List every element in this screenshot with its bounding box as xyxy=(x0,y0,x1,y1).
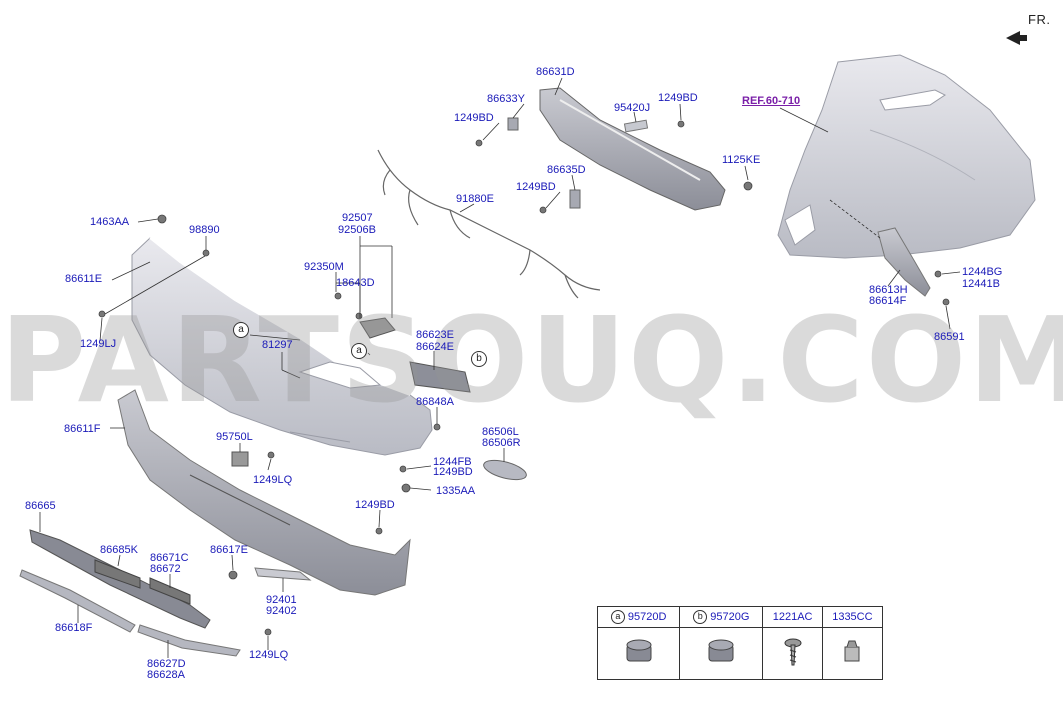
bracket-95420j xyxy=(623,119,649,133)
part-label[interactable]: 86611F xyxy=(64,423,101,435)
part-label[interactable]: 86848A xyxy=(416,396,454,408)
strip-92401 xyxy=(254,567,312,581)
legend-header-cell[interactable]: 1221AC xyxy=(762,606,823,628)
part-label[interactable]: 86506R xyxy=(482,437,521,449)
insert-86685k xyxy=(94,559,141,589)
side-bracket-shape xyxy=(877,227,931,297)
part-label[interactable]: 86624E xyxy=(416,341,454,353)
legend-code: 95720D xyxy=(627,610,667,623)
part-label[interactable]: 1463AA xyxy=(90,216,130,228)
part-label[interactable]: 81297 xyxy=(262,339,293,351)
parking-sensor-icon xyxy=(708,639,734,662)
part-label[interactable]: 1125KE xyxy=(722,154,761,166)
part-label[interactable]: 86614F xyxy=(869,295,907,307)
part-label[interactable]: 86671C xyxy=(150,552,189,564)
part-label[interactable]: 1249LQ xyxy=(249,649,289,661)
legend-image-cell xyxy=(679,627,764,680)
legend-code: 1335CC xyxy=(832,611,873,623)
trim-86627d xyxy=(137,624,241,657)
direction-label: FR. xyxy=(1028,12,1051,27)
wiring-harness-shape xyxy=(377,149,601,299)
part-label[interactable]: 86623E xyxy=(416,329,454,341)
part-label[interactable]: 1249BD xyxy=(355,499,395,511)
back-beam-shape xyxy=(539,87,726,211)
part-label[interactable]: 18643D xyxy=(336,277,375,289)
part-label[interactable]: 86685K xyxy=(100,544,138,556)
part-label[interactable]: 86631D xyxy=(536,66,575,78)
part-label[interactable]: 86672 xyxy=(150,563,181,575)
legend-code: 1221AC xyxy=(772,611,813,623)
sensor-bracket-18643d xyxy=(359,317,396,339)
legend-image-cell xyxy=(596,627,681,680)
reflector-86623e xyxy=(409,361,471,393)
legend-marker: b xyxy=(693,610,708,624)
callout-b: b xyxy=(471,351,487,367)
lower-diffuser-shape xyxy=(117,389,411,596)
quarter-panel-shape xyxy=(777,54,1036,259)
part-label[interactable]: 86628A xyxy=(147,669,185,681)
reflector-86506l xyxy=(483,459,527,481)
part-label[interactable]: 86611E xyxy=(65,273,103,285)
bolt-icons xyxy=(98,120,950,636)
insert-86671c xyxy=(149,577,191,605)
part-label[interactable]: 86633Y xyxy=(487,93,525,105)
front-arrow-icon xyxy=(1006,31,1027,45)
part-label[interactable]: 86506L xyxy=(482,426,519,438)
legend-image-cell xyxy=(762,627,823,680)
part-label[interactable]: 86635D xyxy=(547,164,586,176)
part-label[interactable]: 86618F xyxy=(55,622,93,634)
part-label[interactable]: 1244BG xyxy=(962,266,1003,278)
part-label[interactable]: 1249BD xyxy=(454,112,494,124)
legend-marker: a xyxy=(610,610,625,624)
part-label[interactable]: 12441B xyxy=(962,278,1000,290)
part-label[interactable]: 92506B xyxy=(338,224,376,236)
parking-sensor-icon xyxy=(626,639,652,662)
screw-icon xyxy=(784,638,802,666)
part-label[interactable]: 92402 xyxy=(266,605,297,617)
part-label[interactable]: 86591 xyxy=(934,331,965,343)
legend-code: 95720G xyxy=(710,610,750,623)
part-label[interactable]: 98890 xyxy=(189,224,220,236)
part-label[interactable]: 91880E xyxy=(456,193,494,205)
part-label[interactable]: 86617E xyxy=(210,544,248,556)
part-label[interactable]: 86613H xyxy=(869,284,908,296)
clip-icon xyxy=(844,640,860,662)
part-label[interactable]: 92401 xyxy=(266,594,297,606)
reference-link[interactable]: REF.60-710 xyxy=(742,95,801,107)
bumper-cover-shape xyxy=(131,237,433,456)
part-label[interactable]: 1244FB xyxy=(433,456,472,468)
part-label[interactable]: 1249LQ xyxy=(253,474,293,486)
part-label[interactable]: 86665 xyxy=(25,500,56,512)
part-label[interactable]: 95420J xyxy=(614,102,651,114)
part-label[interactable]: 92350M xyxy=(304,261,344,273)
part-label[interactable]: 1249LJ xyxy=(80,338,117,350)
legend-image-cell xyxy=(821,627,884,680)
leader-lines xyxy=(39,77,961,658)
beam-bracket-mid xyxy=(569,189,581,209)
beam-bracket-left xyxy=(507,117,519,131)
legend-header-cell[interactable]: 1335CC xyxy=(821,606,884,628)
part-label[interactable]: 86627D xyxy=(147,658,186,670)
part-label[interactable]: 1249BD xyxy=(516,181,556,193)
part-label[interactable]: 1249BD xyxy=(433,466,473,478)
part-label[interactable]: 1335AA xyxy=(436,485,476,497)
part-label[interactable]: 92507 xyxy=(342,212,373,224)
part-label[interactable]: 1249BD xyxy=(658,92,698,104)
part-label[interactable]: 95750L xyxy=(216,431,253,443)
sensor-holder-95750l xyxy=(231,451,249,467)
trim-86618f xyxy=(19,569,136,633)
callout-a: a xyxy=(351,343,367,359)
callout-a: a xyxy=(233,322,249,338)
